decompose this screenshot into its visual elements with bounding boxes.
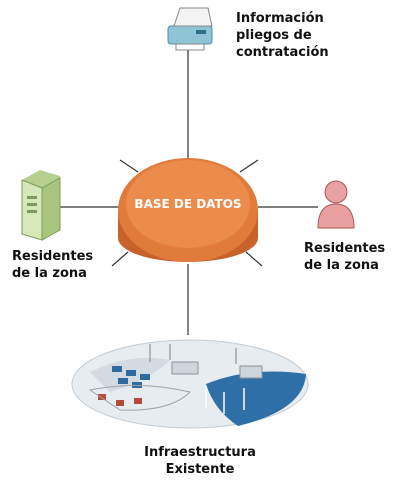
label-bottom-line: Infraestructura (144, 445, 256, 460)
label-right-line: de la zona (304, 258, 379, 273)
center-label: BASE DE DATOS (134, 197, 242, 211)
label-right: Residentes de la zona (304, 240, 400, 274)
infrastructure-landscape-icon (71, 339, 309, 429)
label-left-line: de la zona (12, 266, 87, 281)
tick-line (239, 159, 259, 173)
tick-line (111, 251, 129, 267)
person-icon (317, 180, 355, 229)
label-left-line: Residentes (12, 249, 94, 264)
label-top-line: Información (236, 11, 324, 26)
label-top: Información pliegos de contratación (236, 10, 396, 61)
label-left: Residentes de la zona (12, 248, 132, 282)
printer-icon (167, 7, 213, 51)
server-cabinet-icon (21, 170, 61, 241)
label-right-line: Residentes (304, 241, 386, 256)
tick-line (245, 251, 263, 267)
database-cylinder-icon (118, 158, 258, 262)
label-top-line: contratación (236, 45, 329, 60)
tick-line (119, 159, 139, 173)
label-bottom: Infraestructura Existente (110, 444, 290, 478)
connectors (60, 50, 318, 335)
label-bottom-line: Existente (165, 462, 235, 477)
label-top-line: pliegos de (236, 28, 312, 43)
